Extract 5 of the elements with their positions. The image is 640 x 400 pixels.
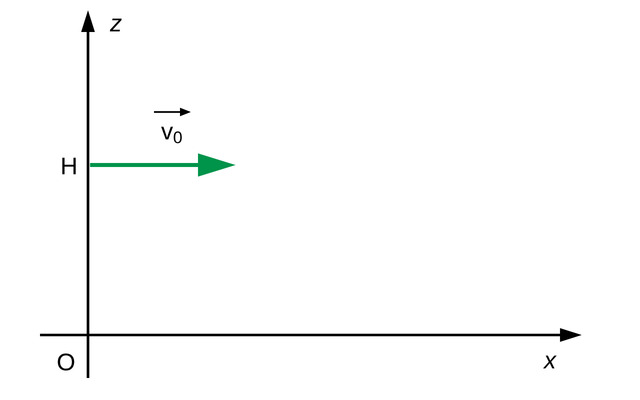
vector-label: v$_{0}$ — [161, 126, 182, 144]
height-label: H — [62, 158, 76, 174]
origin-label: O — [58, 354, 74, 370]
axis-label: z — [110, 18, 122, 32]
axis-label: x — [543, 356, 557, 368]
